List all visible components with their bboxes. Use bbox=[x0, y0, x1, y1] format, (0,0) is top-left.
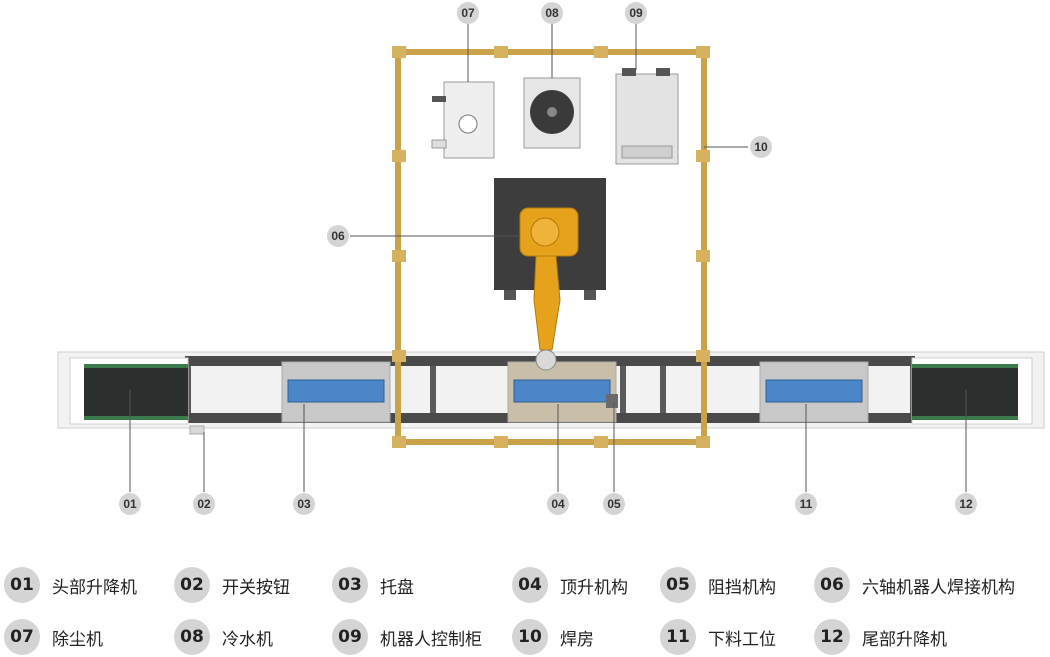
welding-room-frame bbox=[395, 49, 707, 445]
tail-lift bbox=[911, 357, 1033, 425]
legend-badge: 06 bbox=[814, 567, 850, 603]
legend-label: 冷水机 bbox=[222, 629, 273, 650]
callout-12: 12 bbox=[955, 493, 977, 515]
svg-text:11: 11 bbox=[800, 497, 813, 511]
pallet bbox=[281, 361, 391, 423]
six-axis-robot bbox=[519, 207, 579, 371]
legend-item-01: 01 头部升降机 bbox=[4, 565, 137, 605]
callout-06: 06 bbox=[327, 225, 349, 247]
legend-label: 顶升机构 bbox=[560, 577, 628, 598]
chiller bbox=[523, 77, 581, 149]
leader-lines bbox=[129, 22, 967, 492]
legend-badge: 03 bbox=[332, 567, 368, 603]
callout-10: 10 bbox=[750, 136, 772, 158]
legend-item-09: 09 机器人控制柜 bbox=[332, 617, 482, 657]
legend-label: 阻挡机构 bbox=[708, 577, 776, 598]
legend-label: 头部升降机 bbox=[52, 577, 137, 598]
robot-control-cabinet bbox=[615, 68, 679, 165]
legend-label: 下料工位 bbox=[708, 629, 776, 650]
legend: 01 头部升降机 02 开关按钮 03 托盘 04 顶升机构 05 阻挡机构 0… bbox=[0, 555, 1050, 657]
legend-badge: 08 bbox=[174, 619, 210, 655]
svg-text:04: 04 bbox=[551, 497, 565, 511]
legend-badge: 12 bbox=[814, 619, 850, 655]
welding-line-diagram: 07 08 09 10 06 01 02 03 04 05 11 12 bbox=[57, 2, 1045, 515]
head-lift bbox=[69, 357, 189, 425]
legend-badge: 02 bbox=[174, 567, 210, 603]
legend-badge: 09 bbox=[332, 619, 368, 655]
legend-label: 开关按钮 bbox=[222, 577, 290, 598]
frame-brackets bbox=[392, 46, 710, 448]
callout-02: 02 bbox=[193, 493, 215, 515]
legend-label: 尾部升降机 bbox=[862, 629, 947, 650]
stopper-mechanism bbox=[606, 394, 618, 408]
legend-item-07: 07 除尘机 bbox=[4, 617, 103, 657]
switch-button bbox=[189, 425, 205, 435]
legend-badge: 11 bbox=[660, 619, 696, 655]
svg-text:05: 05 bbox=[607, 497, 621, 511]
svg-text:01: 01 bbox=[123, 497, 137, 511]
svg-text:03: 03 bbox=[297, 497, 311, 511]
legend-label: 托盘 bbox=[380, 577, 414, 598]
callout-09: 09 bbox=[625, 2, 647, 24]
legend-item-12: 12 尾部升降机 bbox=[814, 617, 947, 657]
legend-label: 除尘机 bbox=[52, 629, 103, 650]
callout-05: 05 bbox=[603, 493, 625, 515]
legend-item-10: 10 焊房 bbox=[512, 617, 594, 657]
legend-label: 机器人控制柜 bbox=[380, 629, 482, 650]
legend-badge: 10 bbox=[512, 619, 548, 655]
svg-text:09: 09 bbox=[629, 6, 643, 20]
dust-collector bbox=[431, 81, 495, 159]
legend-item-04: 04 顶升机构 bbox=[512, 565, 628, 605]
callout-08: 08 bbox=[541, 2, 563, 24]
legend-badge: 01 bbox=[4, 567, 40, 603]
legend-badge: 05 bbox=[660, 567, 696, 603]
legend-item-02: 02 开关按钮 bbox=[174, 565, 290, 605]
svg-text:08: 08 bbox=[545, 6, 559, 20]
svg-text:06: 06 bbox=[331, 229, 345, 243]
legend-label: 焊房 bbox=[560, 629, 594, 650]
legend-label: 六轴机器人焊接机构 bbox=[862, 577, 1015, 598]
svg-text:12: 12 bbox=[959, 497, 973, 511]
svg-text:10: 10 bbox=[754, 140, 768, 154]
unloading-station bbox=[759, 361, 869, 423]
svg-text:02: 02 bbox=[197, 497, 211, 511]
svg-text:07: 07 bbox=[461, 6, 475, 20]
callout-07: 07 bbox=[457, 2, 479, 24]
jacking-mechanism bbox=[507, 361, 617, 423]
legend-item-06: 06 六轴机器人焊接机构 bbox=[814, 565, 1015, 605]
legend-badge: 07 bbox=[4, 619, 40, 655]
callout-01: 01 bbox=[119, 493, 141, 515]
legend-item-05: 05 阻挡机构 bbox=[660, 565, 776, 605]
callout-03: 03 bbox=[293, 493, 315, 515]
legend-item-08: 08 冷水机 bbox=[174, 617, 273, 657]
legend-badge: 04 bbox=[512, 567, 548, 603]
legend-item-11: 11 下料工位 bbox=[660, 617, 776, 657]
callout-11: 11 bbox=[795, 493, 817, 515]
callout-04: 04 bbox=[547, 493, 569, 515]
legend-item-03: 03 托盘 bbox=[332, 565, 414, 605]
